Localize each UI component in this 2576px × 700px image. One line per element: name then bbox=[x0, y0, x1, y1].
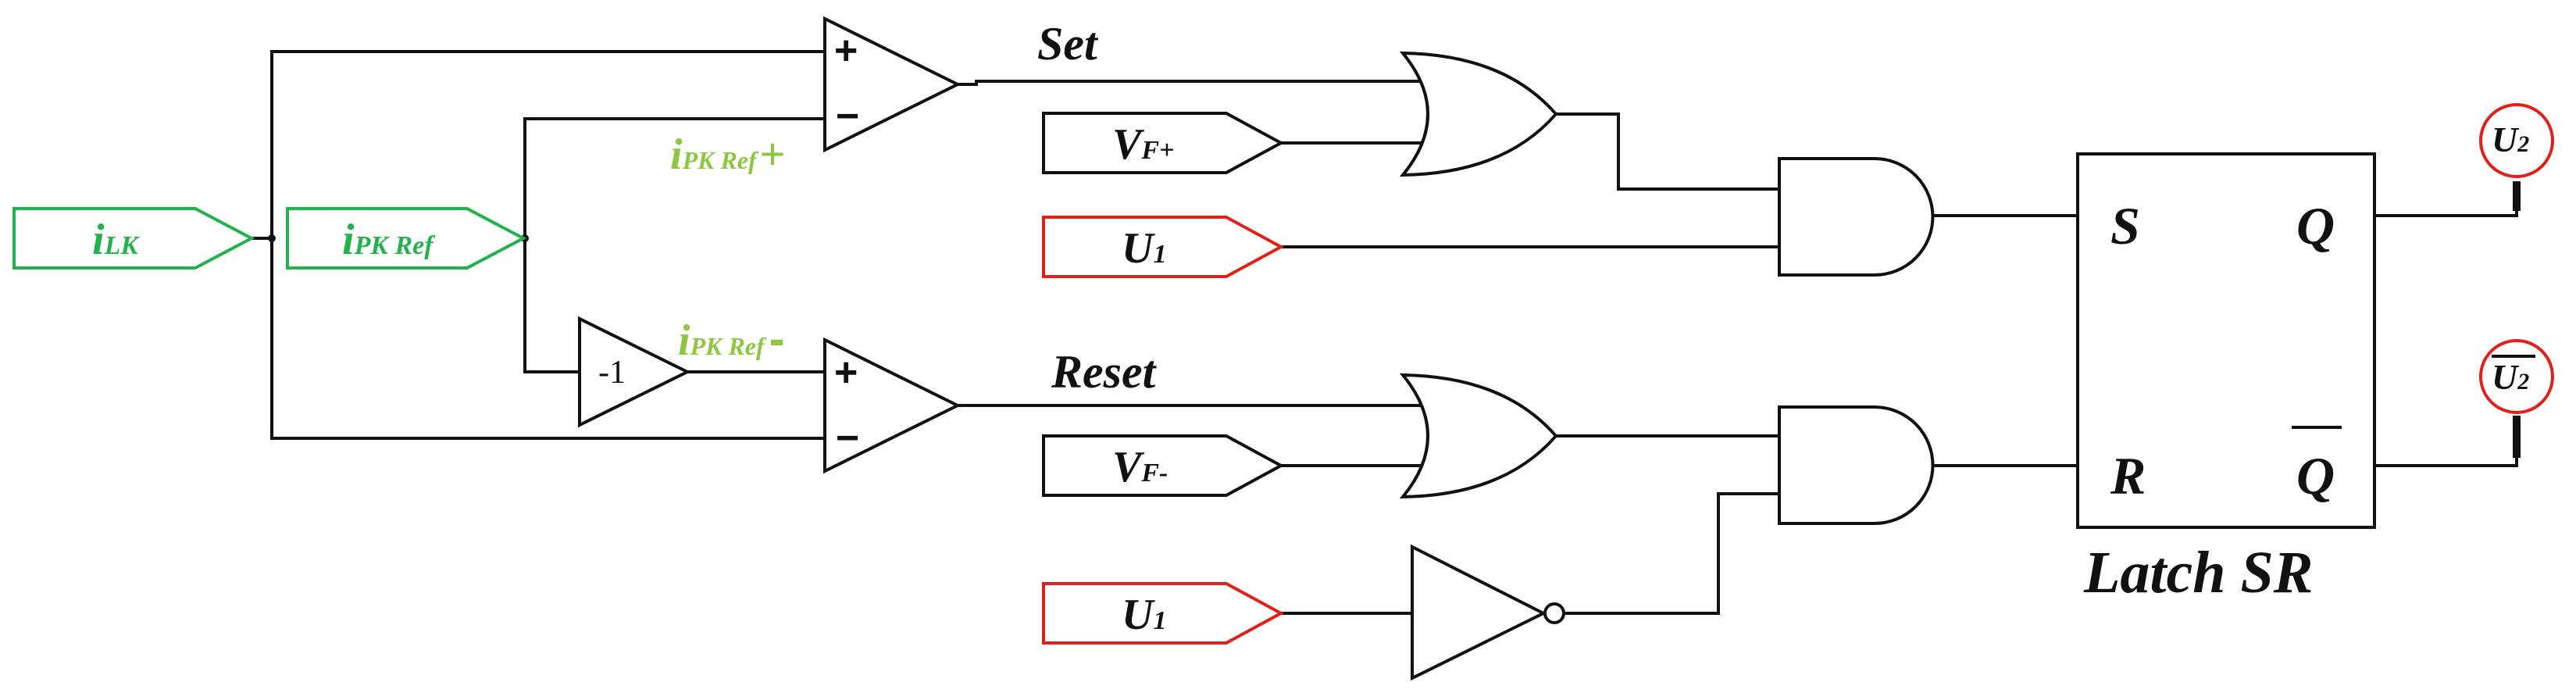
wire-ilk-to-cmp1 bbox=[252, 50, 825, 240]
comparator-set: + − bbox=[823, 16, 962, 153]
vf-plus-tag-shape bbox=[1042, 112, 1285, 174]
wire-not-to-and2 bbox=[1565, 492, 1779, 615]
ipk-ref-tag-shape bbox=[286, 207, 527, 270]
annotation-ipk-plus: iPK Ref+ bbox=[670, 129, 785, 179]
wires bbox=[252, 50, 2518, 615]
input-ilk: iLK bbox=[12, 207, 255, 270]
or-gate-reset-shape bbox=[1399, 373, 1558, 499]
comparator-set-shape bbox=[823, 16, 962, 153]
gain-label: -1 bbox=[598, 355, 626, 391]
comparator-reset-plus: + bbox=[834, 350, 858, 395]
and-gate-reset-shape bbox=[1778, 405, 1935, 525]
comparator-set-minus: − bbox=[836, 94, 859, 139]
or-gate-set-shape bbox=[1399, 51, 1558, 177]
u1-bottom-tag-shape bbox=[1042, 582, 1285, 645]
u2bar-probe-circle bbox=[2479, 339, 2554, 414]
latch-q-label: Q bbox=[2296, 196, 2335, 255]
latch-title: Latch SR bbox=[2083, 540, 2314, 605]
input-ipk-ref: iPK Ref bbox=[286, 207, 527, 270]
u2-label: U2 bbox=[2492, 120, 2529, 159]
output-u2bar: U2 bbox=[2479, 339, 2554, 458]
and-gate-set-shape bbox=[1778, 157, 1935, 277]
input-vf-plus: VF+ bbox=[1042, 112, 1285, 174]
input-u1-bottom: U1 bbox=[1042, 582, 1285, 645]
wire-q-to-u2 bbox=[2374, 181, 2518, 217]
sr-latch-box bbox=[2076, 152, 2376, 529]
latch-r-label: R bbox=[2110, 446, 2146, 505]
comparator-set-plus: + bbox=[834, 28, 858, 73]
not-gate-bubble bbox=[1543, 602, 1565, 624]
vf-minus-label: VF- bbox=[1112, 443, 1168, 491]
comparator-reset-minus: − bbox=[836, 416, 859, 461]
vf-minus-tag-shape bbox=[1042, 434, 1285, 497]
input-u1-top: U1 bbox=[1042, 216, 1285, 278]
wire-ilk-to-cmp2 bbox=[270, 238, 825, 440]
label-set: Set bbox=[1037, 18, 1099, 70]
input-vf-minus: VF- bbox=[1042, 434, 1285, 497]
wire-qbar-to-u2bar bbox=[2374, 416, 2518, 467]
u2-probe-circle bbox=[2479, 103, 2554, 178]
wire-ipk-to-gain bbox=[523, 238, 580, 373]
ilk-label: iLK bbox=[92, 216, 140, 264]
comparator-reset-shape bbox=[823, 337, 962, 474]
u2bar-label: U2 bbox=[2492, 357, 2529, 397]
annotation-ipk-minus: iPK Ref- bbox=[678, 312, 785, 365]
or-gate-set bbox=[1399, 51, 1558, 177]
sr-latch: S Q R Q Latch SR bbox=[2076, 152, 2376, 605]
gain-block: -1 bbox=[578, 316, 691, 428]
label-reset: Reset bbox=[1051, 346, 1158, 398]
u1-top-label: U1 bbox=[1122, 224, 1166, 273]
latch-qbar-label: Q bbox=[2296, 446, 2335, 505]
wire-set bbox=[958, 80, 1423, 86]
and-gate-reset bbox=[1778, 405, 1935, 525]
comparator-reset: + − bbox=[823, 337, 962, 474]
ipk-ref-label: iPK Ref bbox=[342, 216, 436, 264]
or-gate-reset bbox=[1399, 373, 1558, 499]
wire-or1-to-and1 bbox=[1556, 112, 1779, 191]
vf-plus-label: VF+ bbox=[1112, 120, 1174, 169]
latch-s-label: S bbox=[2110, 196, 2140, 255]
gain-block-shape bbox=[578, 316, 691, 428]
ilk-tag-shape bbox=[12, 207, 255, 270]
u1-bottom-label: U1 bbox=[1122, 591, 1166, 639]
output-u2: U2 bbox=[2479, 103, 2554, 211]
not-gate bbox=[1411, 544, 1565, 681]
junction-dot bbox=[268, 234, 276, 242]
not-gate-shape bbox=[1411, 544, 1547, 681]
and-gate-set bbox=[1778, 157, 1935, 277]
u1-top-tag-shape bbox=[1042, 216, 1285, 278]
